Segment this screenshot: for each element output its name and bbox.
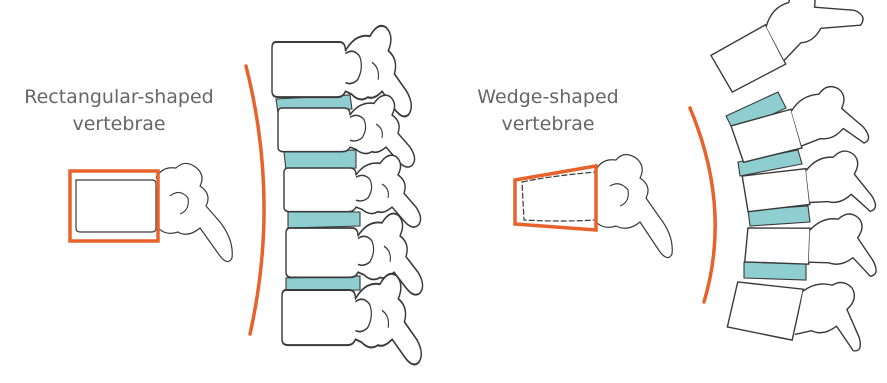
- disc-2: [284, 150, 356, 170]
- wedge-spine: [701, 0, 879, 352]
- disc-3: [288, 212, 360, 228]
- right-spine-curve: [690, 108, 715, 302]
- rectangular-spine: [272, 26, 423, 365]
- wedge-vertebra-1: [701, 0, 871, 94]
- wedge-disc-4: [744, 262, 806, 280]
- small-rectangular-vertebra: [76, 163, 232, 261]
- left-spine-curve: [246, 66, 264, 334]
